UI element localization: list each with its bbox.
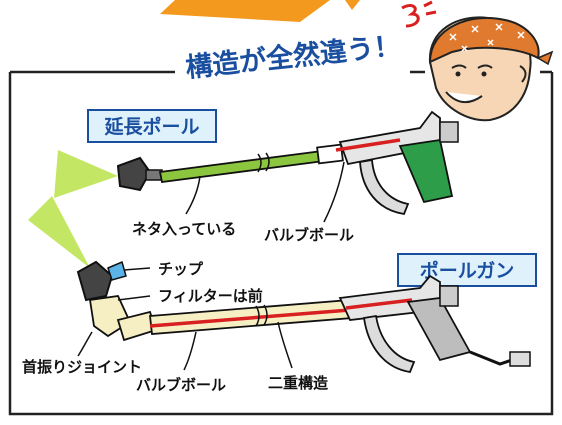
bottom-tool-name-box: ポールガン [397, 253, 537, 287]
top-callouts: ネタ入っている バルブボール [132, 161, 354, 244]
callout-top-valve-ball: バルブボール [264, 226, 354, 244]
top-tool-name-box: 延長ポール [87, 109, 217, 143]
top-tool-illustration [116, 110, 459, 215]
callout-threaded: ネタ入っている [132, 220, 236, 238]
bottom-spray-cone [28, 196, 90, 268]
top-spray-cone [54, 150, 118, 198]
callout-double-structure: 二重構造 [268, 374, 328, 392]
top-tool-name: 延長ポール [103, 115, 199, 138]
surprise-mark [401, 0, 437, 28]
bottom-tool-illustration [76, 260, 531, 373]
character-illustration [428, 16, 554, 122]
main-frame [8, 70, 554, 416]
orange-banner-left [160, 0, 330, 22]
callout-filter: フィルターは前 [158, 287, 263, 305]
callout-tip: チップ [158, 260, 204, 278]
header-banner [160, 0, 360, 22]
orange-banner-right [345, 0, 360, 10]
header-title: 構造が全然違う！ [184, 30, 402, 84]
callout-swivel: 首振りジョイント [22, 358, 142, 376]
callout-bottom-valve-ball: バルブボール [136, 376, 226, 394]
bottom-tool-name: ポールガン [420, 259, 514, 282]
bottom-callouts: チップ フィルターは前 首振りジョイント バルブボール 二重構造 [22, 260, 328, 394]
